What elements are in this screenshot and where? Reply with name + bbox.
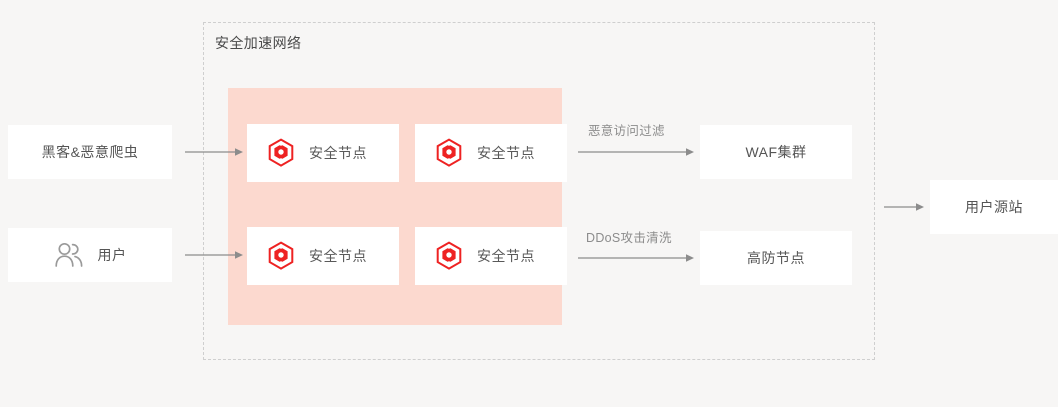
arrow-label-malicious-access-filtering: 恶意访问过滤 xyxy=(588,124,665,138)
security-node-label-1: 安全节点 xyxy=(309,145,367,161)
source-label-users: 用户 xyxy=(97,247,127,263)
service-label-high-defense-node: 高防节点 xyxy=(747,250,805,266)
security-node-card-3[interactable]: 安全节点 xyxy=(247,227,399,285)
security-node-hexagon-icon xyxy=(436,241,462,270)
security-node-hexagon-icon xyxy=(436,138,462,167)
arrow-nodes-to-waf-cluster xyxy=(578,146,696,158)
security-node-card-4[interactable]: 安全节点 xyxy=(415,227,567,285)
source-card-hackers[interactable]: 黑客&恶意爬虫 xyxy=(8,125,172,179)
security-node-card-2[interactable]: 安全节点 xyxy=(415,124,567,182)
origin-site-label: 用户源站 xyxy=(965,199,1023,215)
security-node-hexagon-icon xyxy=(268,241,294,270)
arrow-to-origin-site xyxy=(884,201,926,213)
source-label-hackers: 黑客&恶意爬虫 xyxy=(41,144,139,160)
security-node-hexagon-icon xyxy=(268,138,294,167)
security-node-label-4: 安全节点 xyxy=(477,248,535,264)
service-label-waf-cluster: WAF集群 xyxy=(745,144,807,160)
security-node-label-2: 安全节点 xyxy=(477,145,535,161)
secure-acceleration-network-container xyxy=(203,22,875,360)
source-card-users[interactable]: 用户 xyxy=(8,228,172,282)
service-card-high-defense-node[interactable]: 高防节点 xyxy=(700,231,852,285)
origin-site-card[interactable]: 用户源站 xyxy=(930,180,1058,234)
security-node-label-3: 安全节点 xyxy=(309,248,367,264)
users-row: 用户 xyxy=(54,242,127,268)
arrow-nodes-to-high-defense-node xyxy=(578,252,696,264)
arrow-users-to-nodes xyxy=(185,249,245,261)
secure-acceleration-network-title: 安全加速网络 xyxy=(215,35,302,51)
security-node-card-1[interactable]: 安全节点 xyxy=(247,124,399,182)
arrow-hackers-to-nodes xyxy=(185,146,245,158)
arrow-label-ddos-scrubbing: DDoS攻击清洗 xyxy=(586,231,672,245)
users-icon xyxy=(54,242,82,267)
service-card-waf-cluster[interactable]: WAF集群 xyxy=(700,125,852,179)
